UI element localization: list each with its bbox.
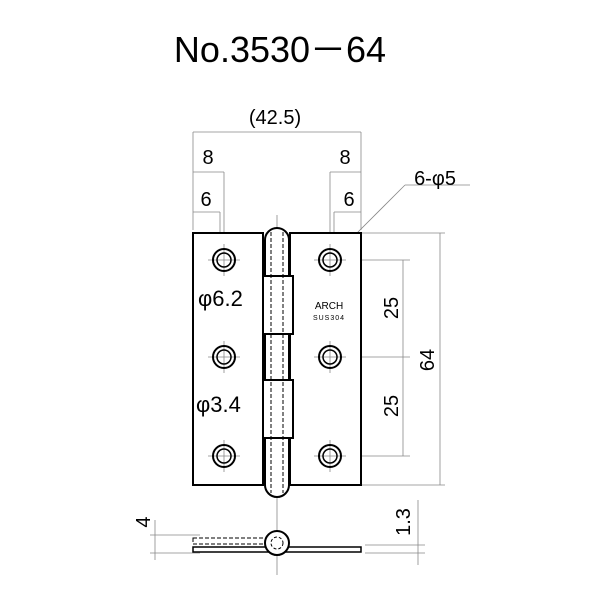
knuckle [264,227,290,498]
dim-thickness-open: 4 [133,516,155,527]
material-marking: SUS304 [313,315,345,322]
hinge-side-view [192,530,362,556]
dim-right-6: 6 [343,189,354,211]
dim-pitch-1: 25 [381,297,403,319]
brand-marking: ARCH [315,301,343,312]
dim-left-8: 8 [202,147,213,169]
dim-right-8: 8 [339,147,350,169]
screw-hole [314,440,346,472]
dim-pitch-2: 25 [381,395,403,417]
screw-hole [314,244,346,276]
dim-holes: 6-φ5 [414,168,456,190]
left-leaf [192,232,264,486]
holes [208,244,346,472]
dim-height: 64 [417,349,439,371]
title: No.3530－64 [174,29,386,70]
dim-overall-width: (42.5) [249,107,301,129]
dim-plate-thickness: 1.3 [393,508,415,536]
screw-hole [314,341,346,373]
screw-hole [208,244,240,276]
screw-hole [208,341,240,373]
hinge-front-view [192,227,362,498]
dim-left-6: 6 [200,189,211,211]
screw-hole [208,440,240,472]
dim-knuckle-dia: φ6.2 [198,286,243,311]
dim-pin-dia: φ3.4 [196,392,241,417]
